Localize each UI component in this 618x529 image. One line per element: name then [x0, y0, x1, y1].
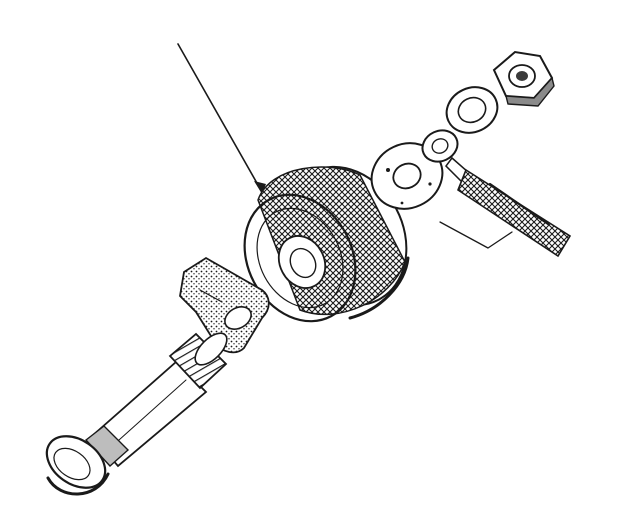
leader-arrow [177, 43, 266, 194]
washer-small [445, 86, 499, 134]
knurled-roller [243, 165, 410, 323]
washer-large [370, 142, 444, 210]
ring-terminal [421, 129, 572, 258]
carriage-bolt [45, 332, 228, 496]
grouping-bracket [439, 221, 513, 249]
hex-nut [492, 50, 555, 107]
